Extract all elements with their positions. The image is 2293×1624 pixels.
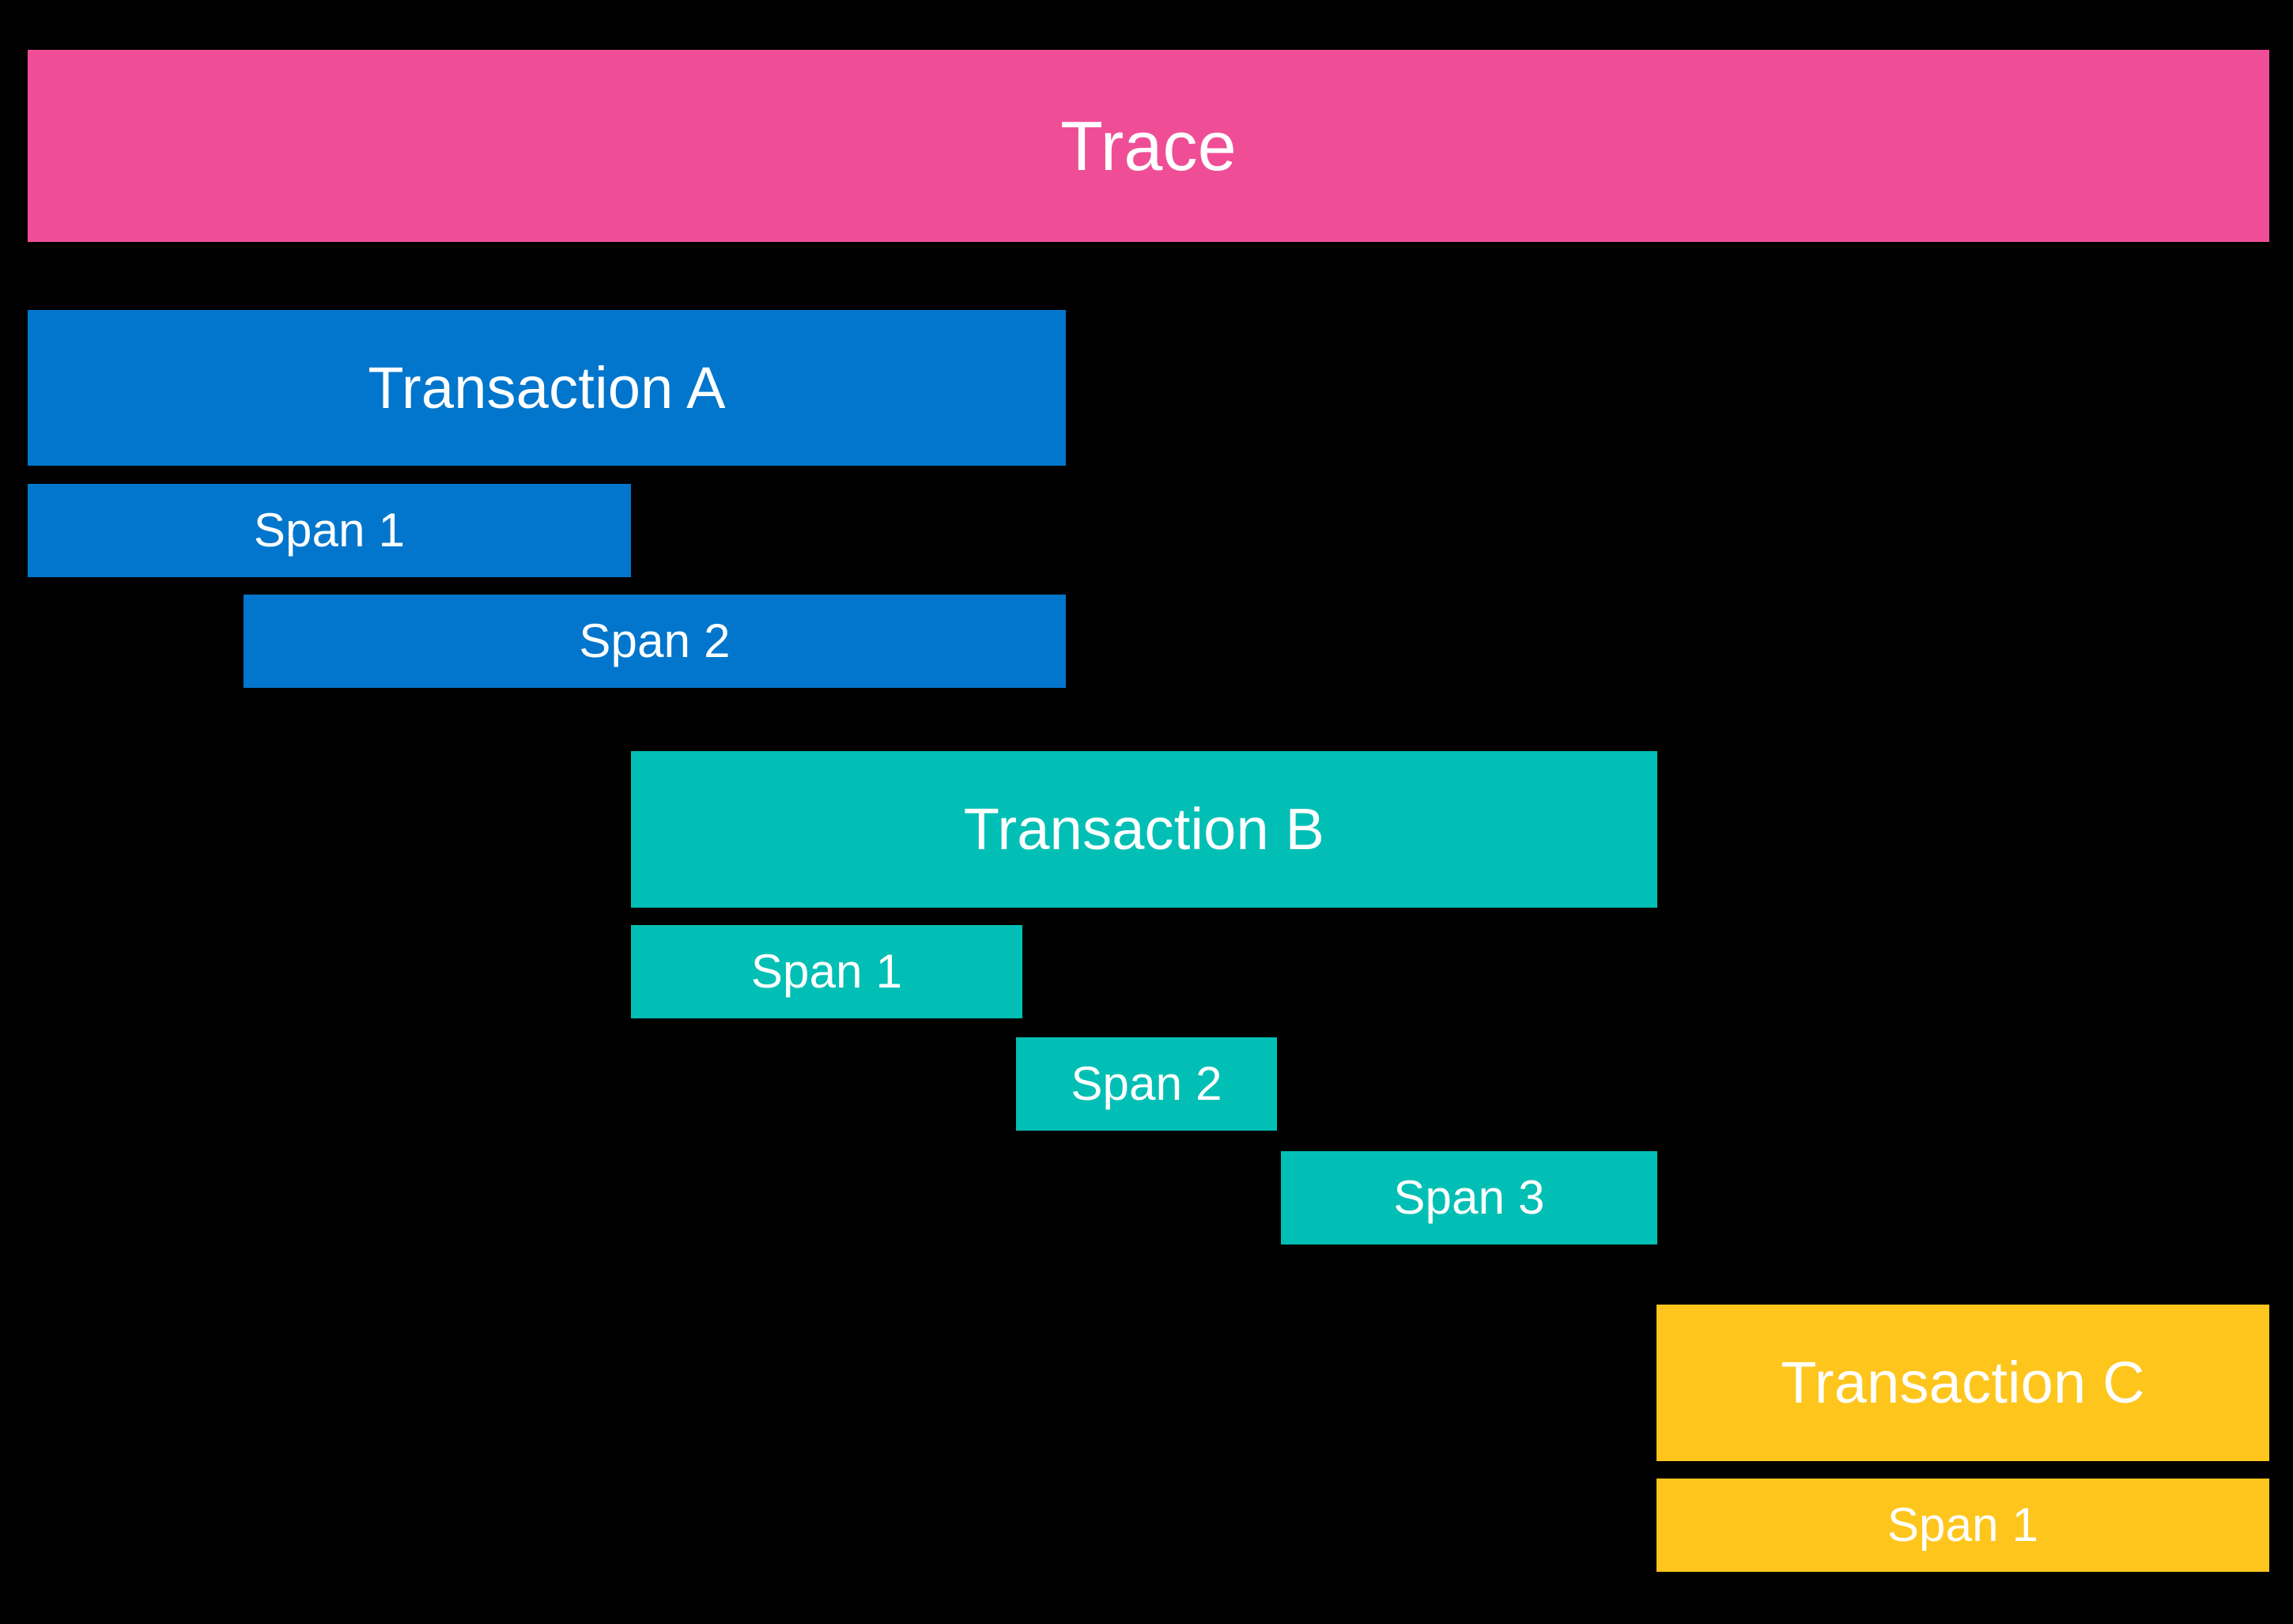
transaction-b-label: Transaction B xyxy=(963,796,1325,862)
transaction-b-span-1-bar: Span 1 xyxy=(631,925,1022,1018)
transaction-c-bar: Transaction C xyxy=(1656,1305,2269,1461)
transaction-b-bar: Transaction B xyxy=(631,751,1657,908)
transaction-b-span-3-label: Span 3 xyxy=(1393,1171,1545,1224)
trace-bar: Trace xyxy=(28,50,2269,242)
transaction-b-span-3-bar: Span 3 xyxy=(1281,1151,1657,1244)
transaction-a-span-2-bar: Span 2 xyxy=(244,595,1066,688)
transaction-a-span-1-label: Span 1 xyxy=(253,504,406,557)
transaction-b-span-2-bar: Span 2 xyxy=(1016,1037,1277,1131)
transaction-c-span-1-label: Span 1 xyxy=(1887,1498,2039,1551)
transaction-c-span-1-bar: Span 1 xyxy=(1656,1479,2269,1572)
transaction-c-label: Transaction C xyxy=(1781,1350,2145,1415)
transaction-a-label: Transaction A xyxy=(368,354,726,421)
transaction-a-span-1-bar: Span 1 xyxy=(28,484,631,577)
transaction-a-span-2-label: Span 2 xyxy=(579,614,731,667)
transaction-b-span-2-label: Span 2 xyxy=(1071,1057,1222,1110)
trace-bar-label: Trace xyxy=(1060,106,1237,185)
transaction-a-bar: Transaction A xyxy=(28,310,1066,466)
transaction-b-span-1-label: Span 1 xyxy=(750,945,903,998)
